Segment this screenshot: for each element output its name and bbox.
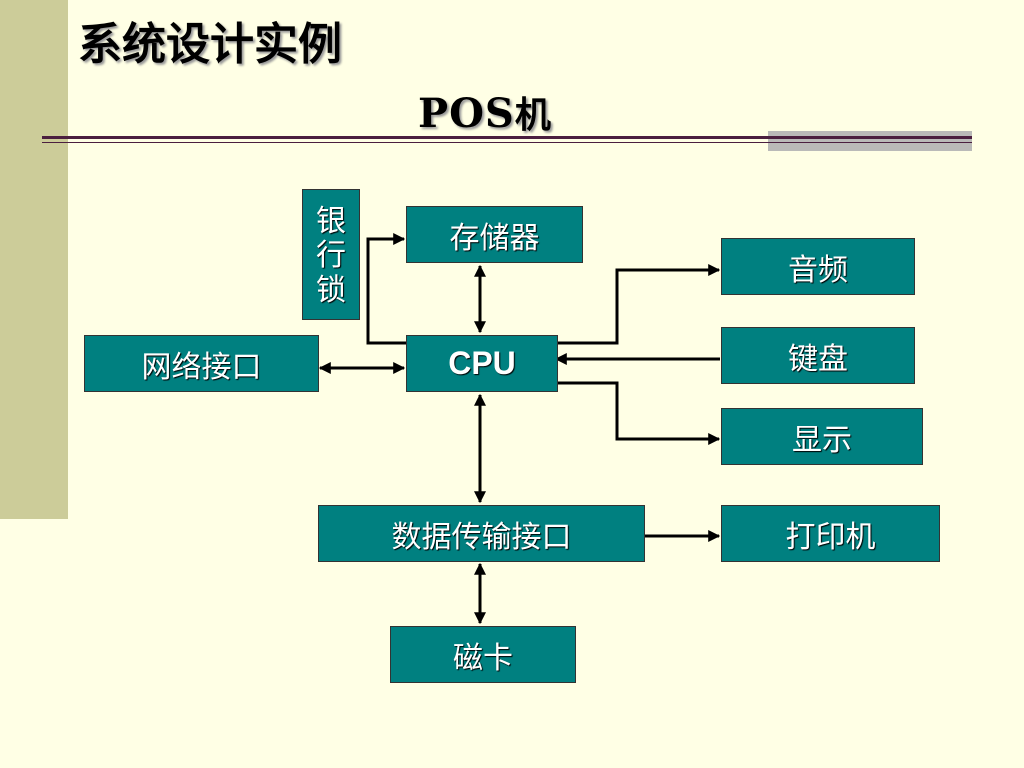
node-bank-lock-char-2: 行	[316, 238, 346, 274]
node-data-interface: 数据传输接口	[318, 505, 645, 562]
node-keyboard: 键盘	[721, 327, 915, 384]
node-memory: 存储器	[406, 206, 583, 263]
slide-subtitle: POS机	[418, 86, 552, 138]
subtitle-suffix: 机	[514, 95, 552, 136]
title-rule-accent-line	[768, 136, 972, 139]
cpu-display-line	[555, 381, 721, 445]
node-bank-lock: 银 行 锁	[302, 189, 360, 320]
title-rule-thin	[42, 142, 972, 143]
side-bar	[0, 0, 68, 519]
title-rule-accent-line-thin	[768, 142, 972, 143]
node-network: 网络接口	[84, 335, 319, 392]
lock-to-memory-line	[366, 233, 406, 345]
subtitle-prefix: POS	[418, 90, 515, 137]
node-printer: 打印机	[721, 505, 940, 562]
cpu-audio-line	[555, 264, 721, 345]
title-rule	[42, 136, 972, 139]
node-cpu: CPU	[406, 335, 558, 392]
node-magcard: 磁卡	[390, 626, 576, 683]
node-audio: 音频	[721, 238, 915, 295]
node-bank-lock-char-3: 锁	[316, 272, 346, 308]
node-display: 显示	[721, 408, 923, 465]
node-bank-lock-char-1: 银	[316, 203, 346, 239]
slide-title: 系统设计实例	[78, 19, 342, 70]
